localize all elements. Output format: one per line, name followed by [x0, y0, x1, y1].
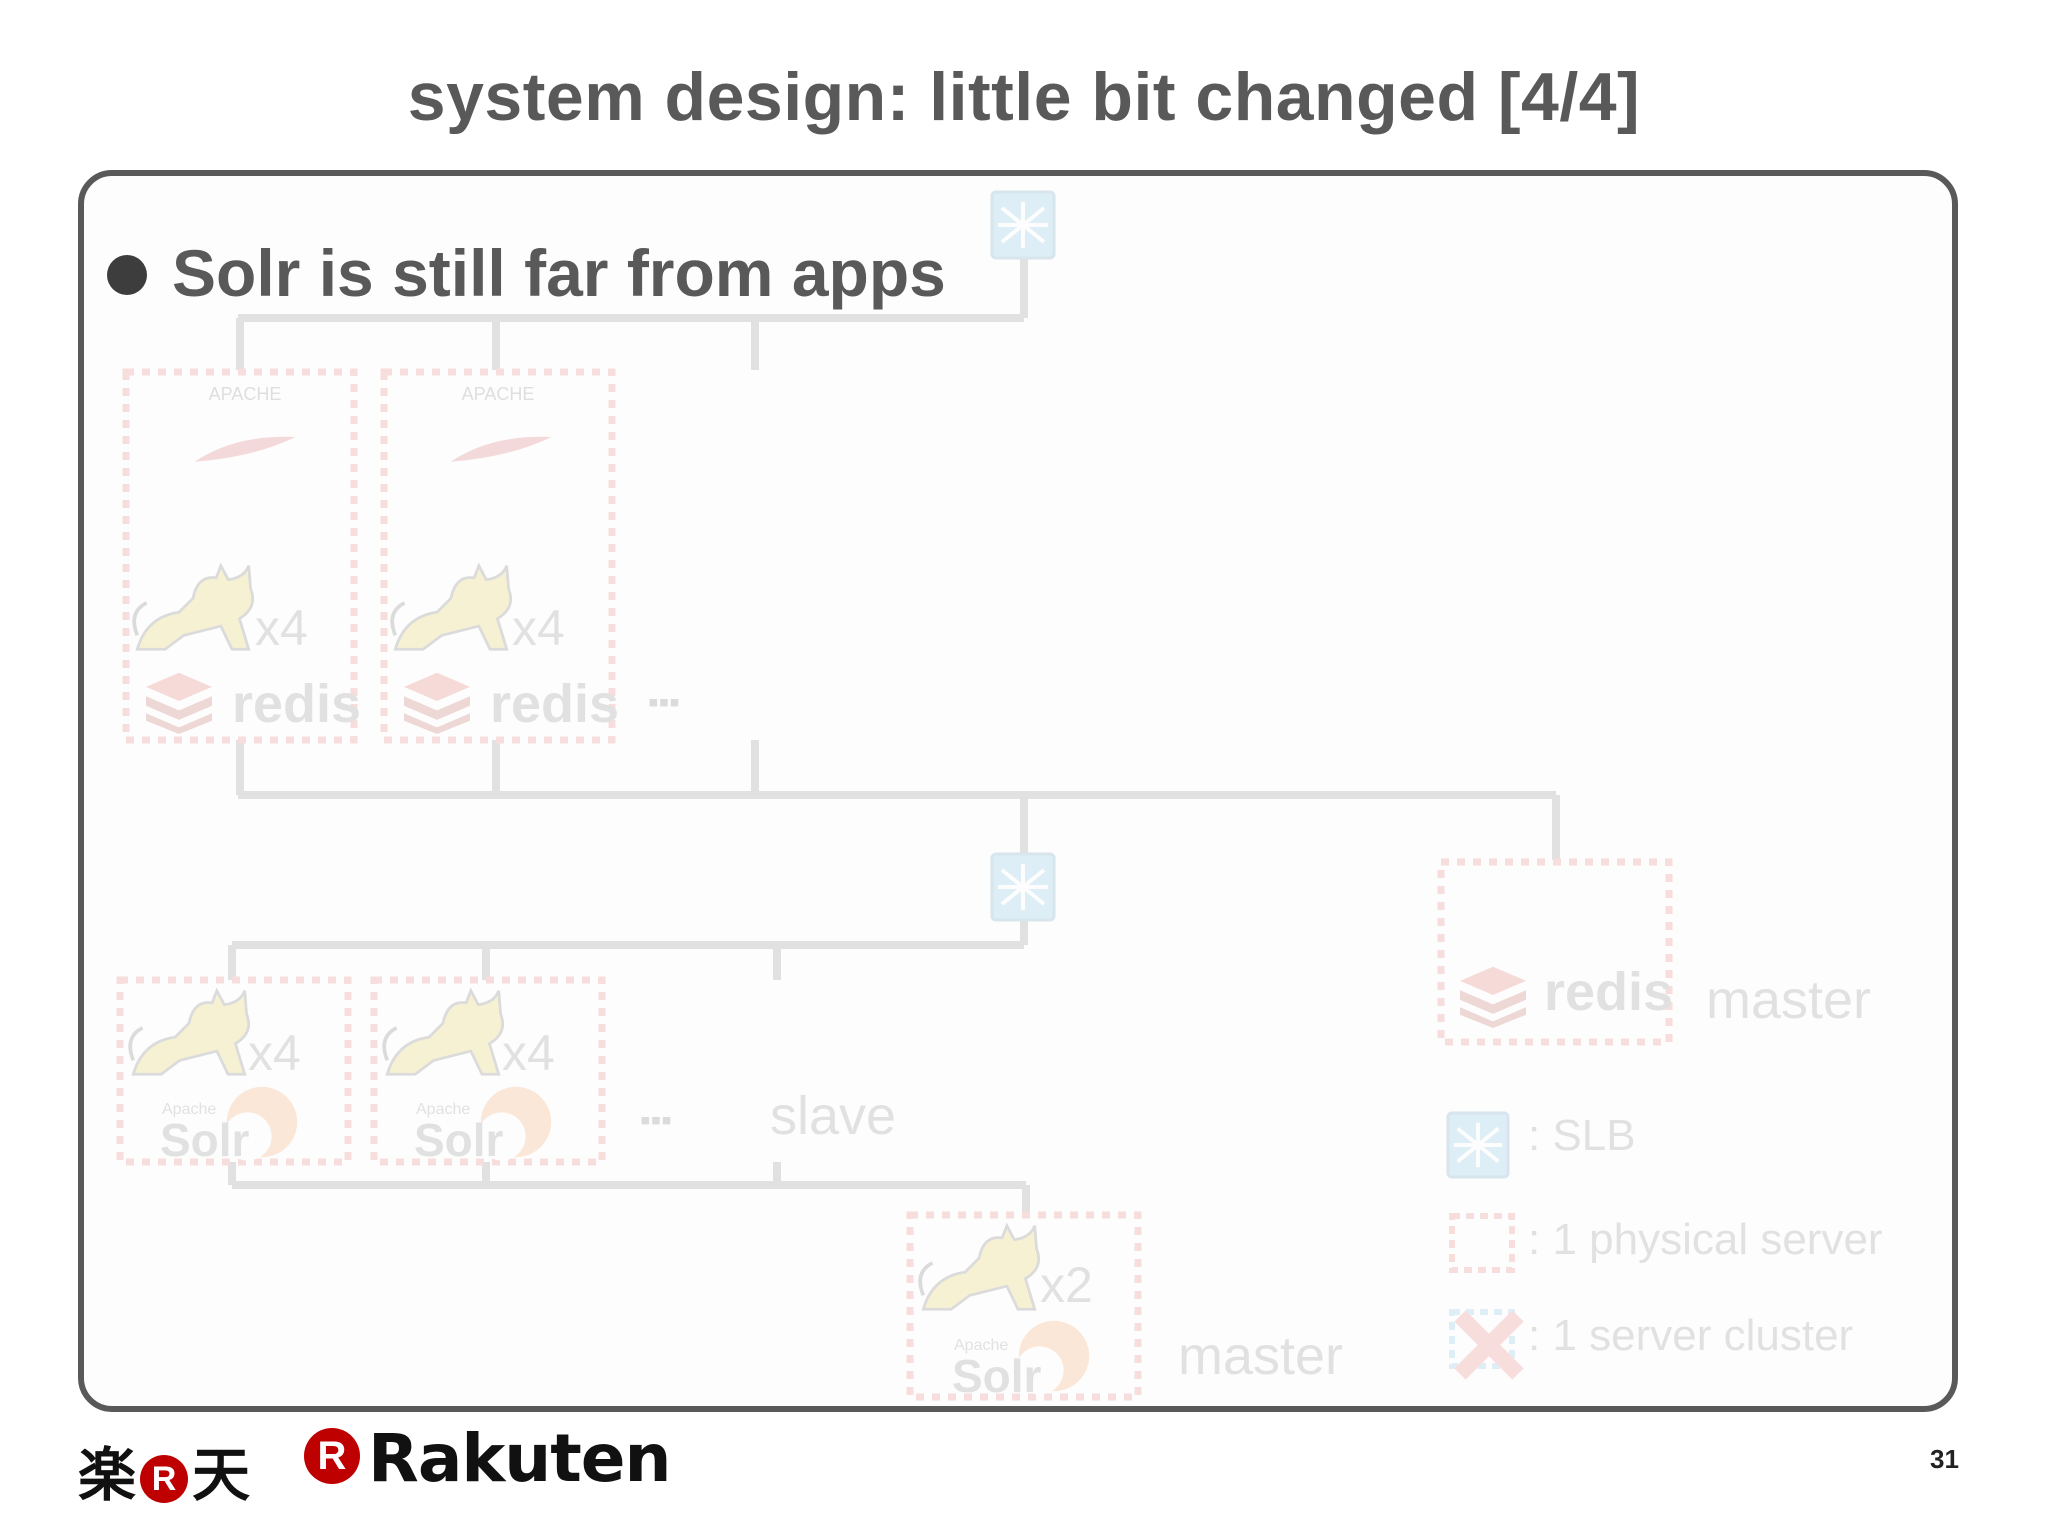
app-server-2: APACHE x4 redis — [380, 368, 619, 744]
svg-text:Solr: Solr — [414, 1114, 504, 1166]
slb-top-icon — [990, 190, 1056, 260]
rakuten-wordmark: Rakuten — [368, 1420, 672, 1497]
legend-physical-server-label: : 1 physical server — [1528, 1215, 1883, 1264]
svg-text:x4: x4 — [512, 600, 565, 656]
bullet-point-icon — [107, 255, 147, 295]
svg-text:redis: redis — [490, 674, 619, 734]
svg-text:Apache: Apache — [954, 1337, 1008, 1354]
slave-label: slave — [770, 1086, 896, 1146]
rakuten-brand-logo: R — [304, 1422, 360, 1494]
legend-server-cluster-label: : 1 server cluster — [1528, 1311, 1853, 1360]
legend-physical-server-icon — [1449, 1213, 1515, 1273]
slb-middle-icon — [990, 852, 1056, 922]
redis-master-server: redis — [1437, 858, 1673, 1046]
svg-text:APACHE: APACHE — [209, 384, 282, 404]
svg-text:x4: x4 — [502, 1025, 555, 1081]
legend-server-cluster-icon — [1449, 1309, 1524, 1380]
svg-text:Apache: Apache — [416, 1101, 470, 1118]
svg-text:redis: redis — [1544, 962, 1673, 1022]
solr-slave-2: x4 Apache Solr — [370, 976, 606, 1166]
svg-text:x4: x4 — [248, 1025, 301, 1081]
svg-text:redis: redis — [232, 674, 361, 734]
bullet-text: Solr is still far from apps — [172, 236, 946, 310]
svg-text:Solr: Solr — [160, 1114, 250, 1166]
slave-ellipsis: ▪▪▪ — [640, 1104, 672, 1137]
svg-text:Apache: Apache — [162, 1101, 216, 1118]
app-server-1: APACHE x4 redis — [122, 368, 361, 744]
legend: : SLB : 1 physical server : 1 server clu… — [1446, 1111, 1883, 1380]
svg-text:Solr: Solr — [952, 1350, 1042, 1402]
legend-slb-label: : SLB — [1528, 1111, 1636, 1160]
page-number: 31 — [1930, 1444, 1959, 1474]
solr-master-server: x2 Apache Solr — [906, 1211, 1142, 1402]
app-ellipsis: ▪▪▪ — [648, 686, 680, 719]
rakuten-r-mark-icon: R — [140, 1454, 189, 1503]
slide-title: system design: little bit changed [4/4] — [407, 59, 1641, 135]
redis-master-role-label: master — [1706, 970, 1871, 1030]
rakuten-circle-r-icon: R — [304, 1428, 360, 1484]
svg-text:APACHE: APACHE — [462, 384, 535, 404]
solr-slave-1: x4 Apache Solr — [116, 976, 352, 1166]
svg-text:x4: x4 — [255, 600, 308, 656]
svg-text:x2: x2 — [1040, 1257, 1093, 1313]
content-frame — [78, 170, 1958, 1412]
legend-slb-icon — [1446, 1111, 1510, 1179]
solr-master-role-label: master — [1178, 1326, 1343, 1386]
